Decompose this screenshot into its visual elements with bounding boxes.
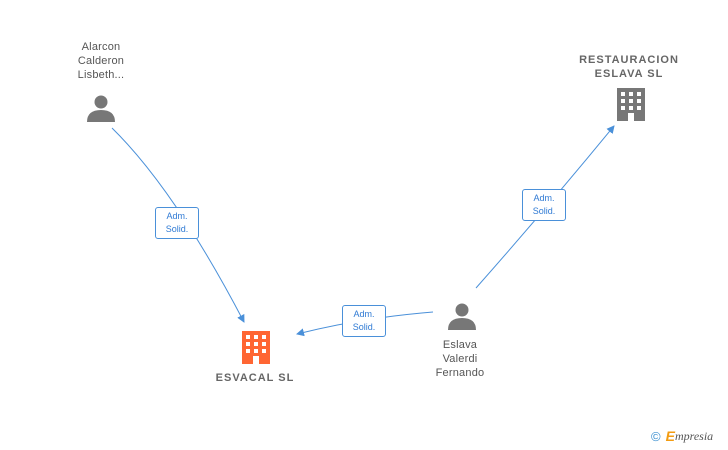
- person-icon: [87, 95, 115, 122]
- brand-logo-letter: E: [665, 428, 675, 444]
- footer-watermark: © E mpresia: [651, 428, 713, 444]
- brand-name: mpresia: [674, 428, 714, 443]
- node-label-restauracion[interactable]: RESTAURACION ESLAVA SL: [573, 53, 685, 81]
- name-line: Lisbeth...: [77, 69, 125, 81]
- edge-label-eslava-restauracion[interactable]: Adm. Solid.: [522, 189, 566, 221]
- name-line: ESVACAL SL: [215, 372, 295, 384]
- name-line: Calderon: [77, 55, 125, 67]
- node-label-eslava[interactable]: Eslava Valerdi Fernando: [420, 338, 500, 380]
- name-line: Fernando: [435, 367, 485, 379]
- edge-label-line: Adm.: [353, 309, 375, 319]
- name-line: Alarcon: [81, 41, 121, 53]
- person-icon: [448, 303, 476, 330]
- edge-label-alarcon-esvacal[interactable]: Adm. Solid.: [155, 207, 199, 239]
- node-label-esvacal[interactable]: ESVACAL SL: [200, 371, 310, 385]
- edge-label-line: Solid.: [165, 224, 189, 234]
- name-line: Eslava: [442, 339, 478, 351]
- name-line: ESLAVA SL: [594, 68, 664, 80]
- edge-label-line: Solid.: [532, 206, 556, 216]
- name-line: Valerdi: [442, 353, 478, 365]
- edge-label-line: Solid.: [352, 322, 376, 332]
- edge-label-line: Adm.: [166, 211, 188, 221]
- building-icon: [617, 88, 645, 121]
- copyright-symbol: ©: [651, 428, 661, 444]
- name-line: RESTAURACION: [579, 54, 679, 66]
- node-label-alarcon[interactable]: Alarcon Calderon Lisbeth...: [56, 40, 146, 82]
- building-icon: [242, 331, 270, 364]
- edge-label-eslava-esvacal[interactable]: Adm. Solid.: [342, 305, 386, 337]
- edge-label-line: Adm.: [533, 193, 555, 203]
